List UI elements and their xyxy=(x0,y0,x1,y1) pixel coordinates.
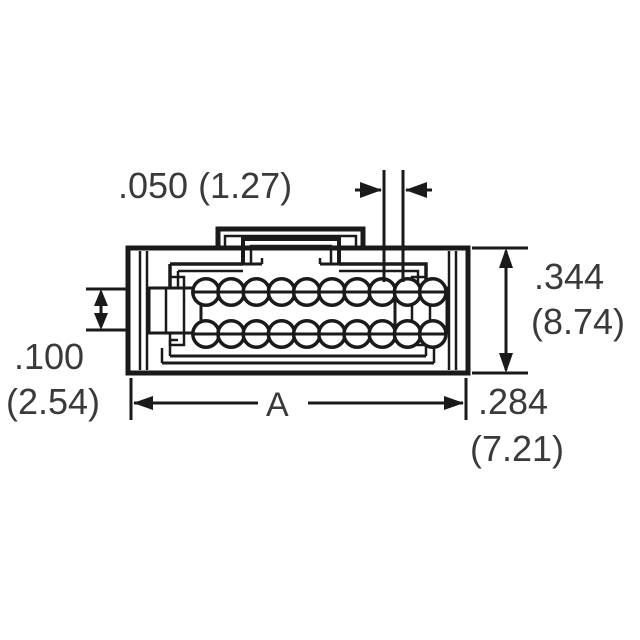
pitch-arrow-right xyxy=(405,182,427,198)
drawing-geometry xyxy=(125,226,471,376)
row-spacing-label-metric: (2.54) xyxy=(6,381,100,422)
contact-row-top xyxy=(191,277,448,307)
left-block-upper-tab xyxy=(168,275,186,288)
height-label-imperial: .344 xyxy=(534,256,604,297)
pitch-arrow-left xyxy=(360,182,382,198)
height-label-metric: (8.74) xyxy=(531,301,625,342)
top-plateau-inner xyxy=(223,234,358,248)
depth-label-imperial: .284 xyxy=(478,381,548,422)
connector-outer-body xyxy=(125,245,471,376)
height-dimension-group xyxy=(472,246,528,375)
width-label: A xyxy=(266,386,289,424)
cavity-upper-left-edge-inner xyxy=(176,269,243,288)
width-arrow-right xyxy=(444,396,464,410)
width-dimension-group xyxy=(129,378,468,420)
height-arrow-top xyxy=(499,248,513,268)
rowspacing-arrow-top xyxy=(94,289,108,306)
pitch-dimension-label: .050 (1.27) xyxy=(118,165,292,206)
rowspacing-arrow-bottom xyxy=(94,313,108,330)
row-spacing-label-imperial: .100 xyxy=(14,336,84,377)
depth-label-metric: (7.21) xyxy=(470,428,564,469)
left-retention-block xyxy=(147,286,203,335)
left-block-lower-tab xyxy=(168,333,186,347)
contact-row-bottom xyxy=(191,319,448,349)
top-plateau-outer xyxy=(215,226,366,248)
height-arrow-bottom xyxy=(499,353,513,373)
center-shroud-outer xyxy=(241,237,341,264)
center-shroud-inner xyxy=(249,244,333,264)
width-arrow-left xyxy=(133,396,153,410)
